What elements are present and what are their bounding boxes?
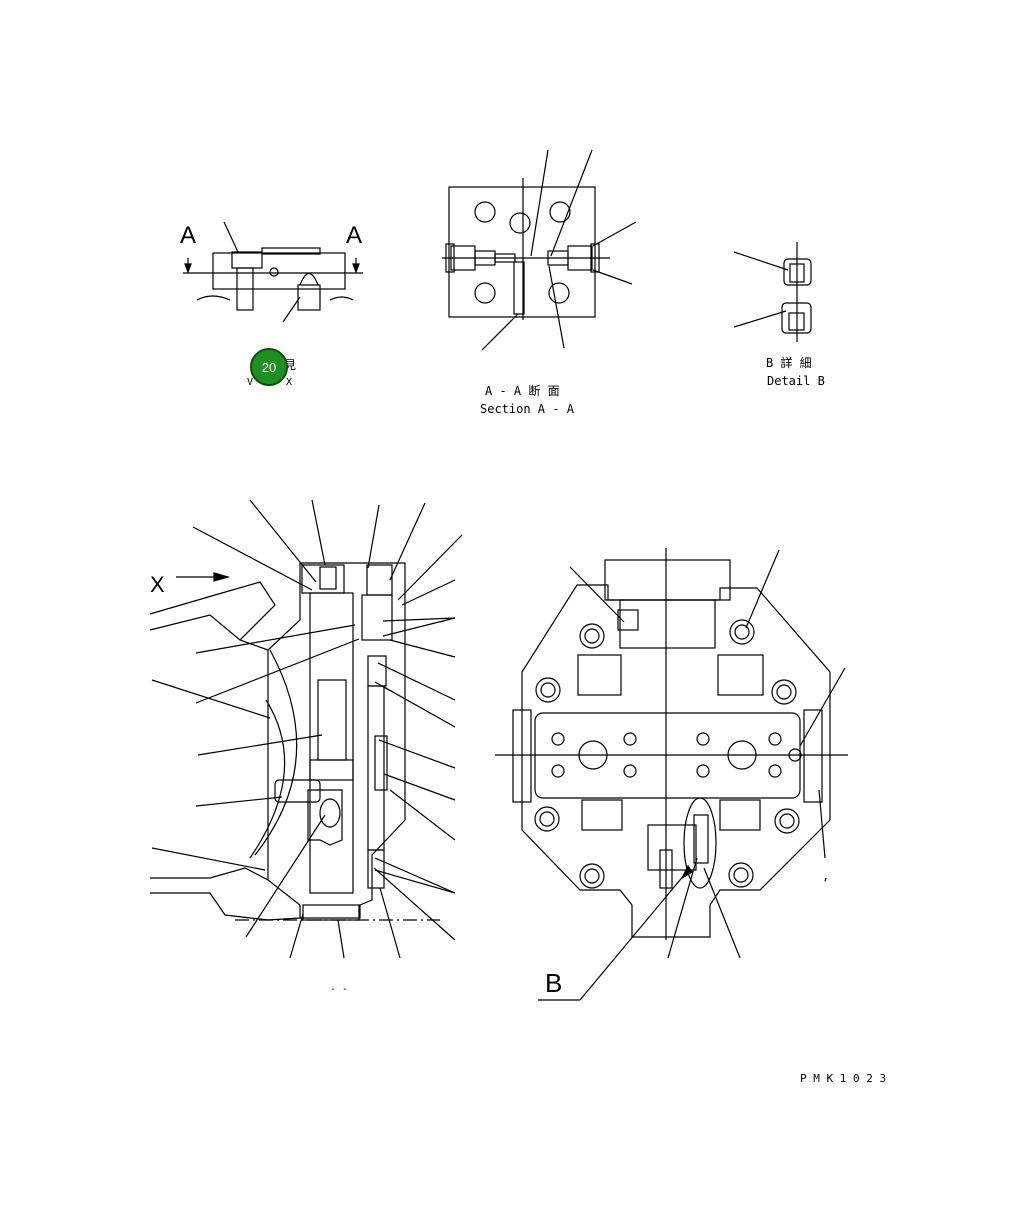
detail-b-marker: B	[545, 968, 562, 998]
drawing-code: P M K 1 0 2 3	[800, 1072, 886, 1085]
view-arrow-x-label: X	[150, 572, 165, 597]
section-aa-caption-en: Section A - A	[480, 402, 575, 416]
part-number-hotspot[interactable]: 20	[250, 348, 288, 386]
section-aa-drawing	[442, 149, 637, 351]
front-view-drawing	[495, 548, 848, 1001]
section-mark-a-right: A	[346, 222, 362, 249]
front-view-small-mark: ,	[822, 869, 829, 883]
view-x-caption-v: V	[247, 377, 253, 388]
detail-b-caption-jp: B 詳 細	[766, 355, 812, 370]
detail-b-drawing	[733, 242, 812, 342]
detail-b-caption-en: Detail B	[767, 374, 825, 388]
main-view-bottom-mark: - -	[330, 984, 348, 995]
main-section-drawing	[149, 499, 463, 959]
section-mark-a-left: A	[180, 222, 196, 249]
view-x-caption-x: X	[286, 377, 292, 388]
part-number-label: 20	[261, 359, 277, 375]
section-aa-caption-jp: A - A 断 面	[485, 383, 560, 398]
view-x-drawing	[183, 221, 363, 323]
